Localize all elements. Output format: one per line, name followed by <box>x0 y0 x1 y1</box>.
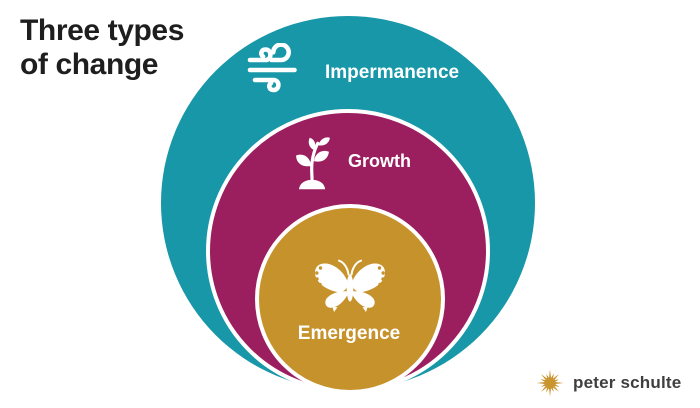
ring-label-growth: Growth <box>348 151 411 171</box>
sprout-icon <box>296 137 330 190</box>
brand-lockup: peter schulte <box>536 368 681 398</box>
starburst-icon <box>536 369 564 397</box>
ring-label-impermanence: Impermanence <box>325 62 460 83</box>
wind-icon <box>247 43 297 93</box>
butterfly-icon <box>314 259 386 312</box>
page-title-line1: Three types <box>20 14 184 47</box>
page-title: Three types of change <box>20 14 184 82</box>
brand-name: peter schulte <box>573 373 682 392</box>
page-title-line2: of change <box>20 48 159 81</box>
ring-label-emergence: Emergence <box>297 323 401 344</box>
